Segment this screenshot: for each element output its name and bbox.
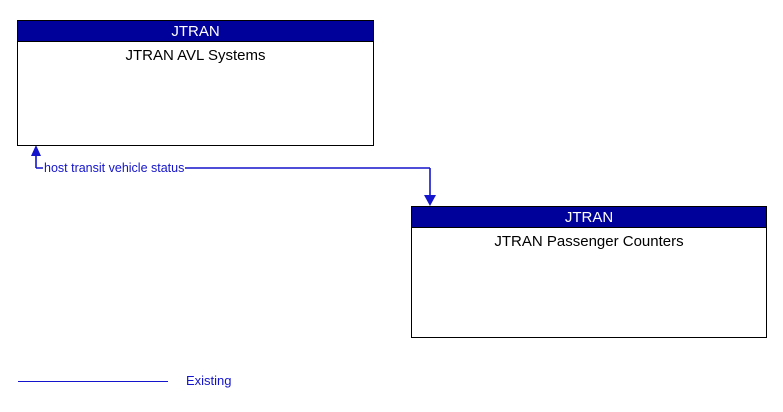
legend-label-existing: Existing <box>186 373 232 388</box>
flow-label-host-transit-vehicle-status: host transit vehicle status <box>43 161 186 175</box>
node-title-jtran-avl-systems: JTRAN AVL Systems <box>125 47 266 64</box>
legend-line-icon <box>18 381 168 382</box>
arrowhead-down-icon <box>424 195 436 206</box>
node-jtran-passenger-counters[interactable]: JTRAN JTRAN Passenger Counters <box>411 206 767 338</box>
arrowhead-up-icon <box>31 145 41 156</box>
node-header-jtran-passenger-counters: JTRAN <box>412 207 766 228</box>
node-header-jtran-avl-systems: JTRAN <box>18 21 373 42</box>
node-jtran-avl-systems[interactable]: JTRAN JTRAN AVL Systems <box>17 20 374 146</box>
legend: Existing <box>0 370 783 400</box>
node-title-jtran-passenger-counters: JTRAN Passenger Counters <box>494 233 684 250</box>
